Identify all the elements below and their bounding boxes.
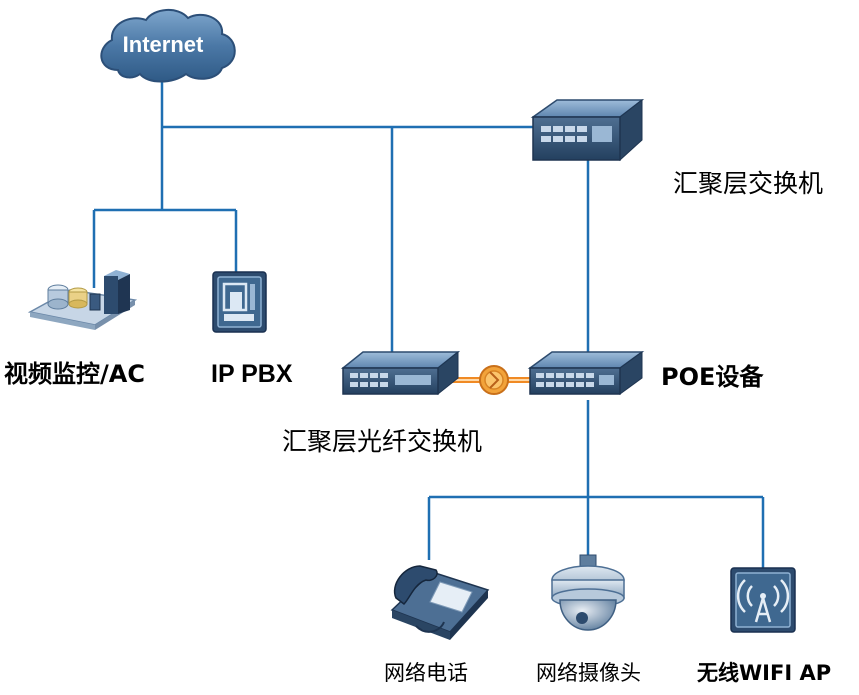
pbx-icon [212,271,267,333]
wifi-ap-label: 无线WIFI AP [697,661,832,685]
poe-label: POE设备 [661,363,764,391]
core-switch-icon [530,98,645,162]
fiber-connector-icon [479,365,509,395]
fiber-switch-icon [340,350,461,396]
cloud-icon: Internet [100,9,236,83]
core-switch-label: 汇聚层交换机 [673,169,824,198]
dome-camera-icon [551,554,625,631]
cloud-label: Internet [123,32,204,57]
wifi-ap-icon [730,567,796,633]
fiber-link [450,365,540,395]
camera-label: 网络摄像头 [536,661,641,685]
fiber-switch-label: 汇聚层光纤交换机 [282,427,483,456]
pbx-label: IP PBX [211,360,293,388]
links [92,80,765,568]
server-storage-icon [27,270,138,330]
ip-phone-icon [390,565,490,640]
poe-switch-icon [527,351,645,395]
phone-label: 网络电话 [384,661,468,685]
video-ac-label: 视频监控/AC [4,360,145,388]
